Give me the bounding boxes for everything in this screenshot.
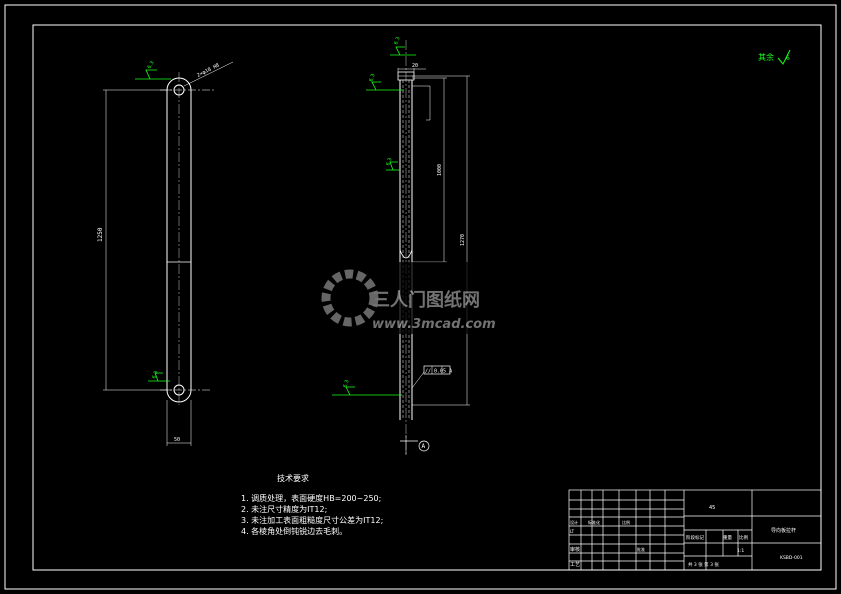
drawing-no: KSBD-001	[780, 555, 803, 561]
tech-heading: 技术要求	[277, 473, 309, 483]
side-inner-dim: 1000	[437, 164, 443, 176]
tolerance-frame: // 0.05 A	[425, 369, 452, 375]
corner-roughness-label: 其余	[758, 52, 774, 62]
hole-callout: 2×φ18 H8	[196, 62, 220, 78]
front-view: 1250 50 2×φ18 H8 6.3 6.3	[97, 60, 234, 446]
inner-border	[32, 24, 822, 571]
side-top-roughness-1: 6.3	[393, 36, 401, 46]
stage-label: 阶段标记	[686, 534, 704, 541]
watermark-url: www.3mcad.com	[372, 317, 496, 332]
front-top-roughness: 6.3	[147, 60, 156, 70]
part-name: 导向板拉杆	[771, 527, 796, 534]
tech-item-2: 2. 未注尺寸精度为IT12;	[241, 504, 327, 514]
watermark: 三人门图纸网 www.3mcad.com	[316, 262, 518, 334]
title-block-text: 导向板拉杆 KSBD-001 45 阶段标记 重量 比例 1:1 共 3 张 第…	[570, 505, 803, 568]
side-width-dim: 20	[412, 63, 418, 69]
standard-label: 标准化	[588, 519, 600, 525]
side-bottom-roughness: 6.3	[342, 379, 350, 389]
tech-item-1: 1. 调质处理，表面硬度HB=200~250;	[241, 493, 381, 503]
outer-border	[4, 4, 837, 590]
corner-roughness-value: 6	[786, 55, 790, 62]
process-label: 工艺	[570, 562, 580, 568]
design-label: 设计	[570, 519, 578, 525]
side-view: 20 1000 1270 // 0.05 A A 6.3 6.3	[332, 36, 470, 455]
corner-roughness-note: 其余 6	[758, 49, 791, 65]
count-label: 比例	[739, 534, 748, 541]
approve-label: 批准	[637, 546, 645, 552]
side-top-roughness-2: 6.3	[368, 73, 376, 83]
tech-item-3: 3. 未注加工表面粗糙度尺寸公差为IT12;	[241, 515, 383, 525]
watermark-brand: 三人门图纸网	[372, 289, 480, 311]
sheet-text: 共 3 张 第 3 张	[688, 561, 719, 568]
scale-label: 比例	[622, 519, 630, 525]
technical-requirements: 技术要求 1. 调质处理，表面硬度HB=200~250; 2. 未注尺寸精度为I…	[241, 473, 383, 536]
side-mid-roughness: 6.3	[385, 157, 393, 167]
gear-logo-icon	[321, 269, 379, 327]
scale-value: 1:1	[737, 548, 744, 554]
front-bottom-roughness: 6.3	[151, 370, 159, 380]
tech-item-4: 4. 各棱角处倒钝锐边去毛刺。	[241, 526, 347, 536]
check-label: 审核	[570, 546, 580, 553]
front-width-dim: 50	[174, 437, 180, 443]
front-length-dim: 1250	[97, 227, 104, 242]
material-code: 45	[709, 505, 715, 511]
title-block	[568, 489, 822, 571]
small-a-label: LT	[570, 529, 575, 534]
weight-label: 重量	[723, 534, 732, 541]
side-total-dim: 1270	[460, 234, 466, 246]
datum-label: A	[422, 443, 426, 450]
